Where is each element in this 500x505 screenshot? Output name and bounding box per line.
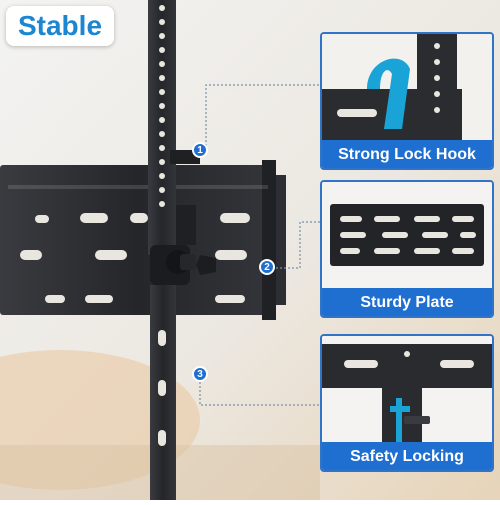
callout-panel-lock-hook: Strong Lock Hook: [320, 32, 494, 170]
callout-marker-1: 1: [192, 142, 208, 158]
title-text: Stable: [17, 10, 103, 41]
callout-panel-sturdy-plate: Sturdy Plate: [320, 180, 494, 318]
callout-label-lock-hook: Strong Lock Hook: [322, 140, 492, 168]
lock-hook-detail-image: [322, 34, 492, 144]
lower-vertical-arm: [150, 285, 176, 500]
callout-marker-3: 3: [192, 366, 208, 382]
callout-panel-safety-locking: Safety Locking: [320, 334, 494, 472]
title-badge: Stable: [6, 6, 114, 46]
safety-locking-detail-image: [322, 336, 492, 444]
callout-connectors: [199, 84, 320, 406]
callout-marker-2: 2: [259, 259, 275, 275]
callout-label-safety-locking: Safety Locking: [322, 442, 492, 470]
callout-label-sturdy-plate: Sturdy Plate: [322, 288, 492, 316]
upper-vertical-arm: [148, 0, 200, 255]
wall-plate: [0, 160, 286, 320]
locking-knob: [150, 245, 216, 285]
sturdy-plate-detail-image: [322, 182, 492, 290]
